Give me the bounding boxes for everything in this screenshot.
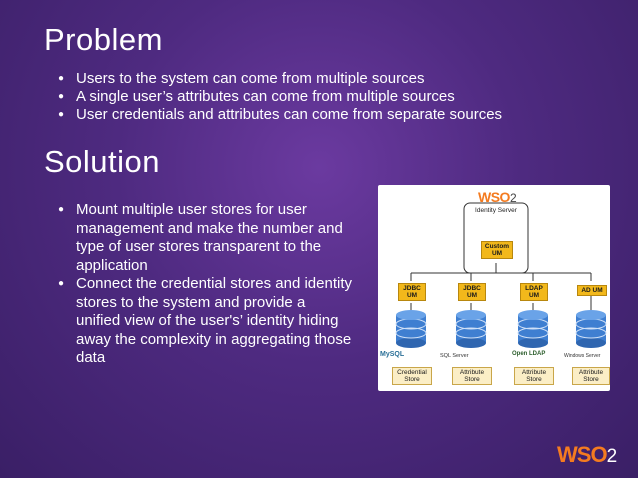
solution-bullet: Mount multiple user stores for user mana… [52, 201, 352, 275]
connector-line: UM [528, 292, 540, 299]
custom-um-label: Custom UM [481, 241, 513, 259]
diagram-connectors [395, 202, 607, 348]
custom-um-line: Custom [484, 243, 510, 250]
connector-label-ad: AD UM [577, 285, 607, 296]
connector-label-ldap: LDAP UM [520, 283, 548, 301]
sqlserver-logo: SQL Server [440, 353, 469, 359]
attribute-store-label: Attribute Store [452, 367, 492, 385]
custom-um-line: UM [491, 250, 503, 257]
problem-bullet: User credentials and attributes can come… [52, 106, 592, 124]
identity-server-label: Identity Server [475, 207, 517, 214]
database-icon [395, 310, 427, 348]
store-line: Attribute [521, 369, 547, 376]
database-icon [517, 310, 549, 348]
diagram-wso2-logo: WSO2 [478, 189, 517, 205]
connector-line: JDBC [463, 285, 481, 292]
diagram-logo-text: WSO [478, 189, 510, 205]
connector-label-jdbc: JDBC UM [398, 283, 426, 301]
attribute-store-label: Attribute Store [514, 367, 554, 385]
store-line: Store [526, 376, 542, 383]
problem-bullet: Users to the system can come from multip… [52, 70, 592, 88]
wso2-footer-logo: WSO2 [557, 442, 618, 468]
openldap-logo: Open LDAP [512, 351, 546, 357]
problem-bullet-list: Users to the system can come from multip… [52, 70, 592, 124]
diagram-logo-suffix: 2 [509, 191, 517, 205]
problem-bullet: A single user’s attributes can come from… [52, 88, 592, 106]
store-line: Store [404, 376, 420, 383]
user-store-architecture-diagram: WSO2 [378, 185, 610, 391]
solution-bullet: Connect the credential stores and identi… [52, 275, 352, 368]
connector-line: AD UM [581, 287, 603, 294]
store-line: Attribute [578, 369, 604, 376]
connector-line: UM [406, 292, 418, 299]
database-icon [575, 310, 607, 348]
problem-heading: Problem [44, 22, 163, 57]
mysql-logo: MySQL [380, 351, 405, 358]
store-line: Attribute [459, 369, 485, 376]
store-line: Credential [397, 369, 427, 376]
connector-line: JDBC [403, 285, 421, 292]
connector-label-jdbc: JDBC UM [458, 283, 486, 301]
credential-store-label: Credential Store [392, 367, 432, 385]
database-icon [455, 310, 487, 348]
attribute-store-label: Attribute Store [572, 367, 610, 385]
store-line: Store [583, 376, 599, 383]
solution-bullet-list: Mount multiple user stores for user mana… [52, 201, 352, 368]
connector-line: LDAP [525, 285, 543, 292]
store-line: Store [464, 376, 480, 383]
solution-heading: Solution [44, 144, 161, 179]
connector-line: UM [466, 292, 478, 299]
footer-logo-suffix: 2 [606, 446, 618, 467]
windows-server-logo: Windows Server [564, 353, 601, 359]
footer-logo-text: WSO [557, 442, 608, 467]
